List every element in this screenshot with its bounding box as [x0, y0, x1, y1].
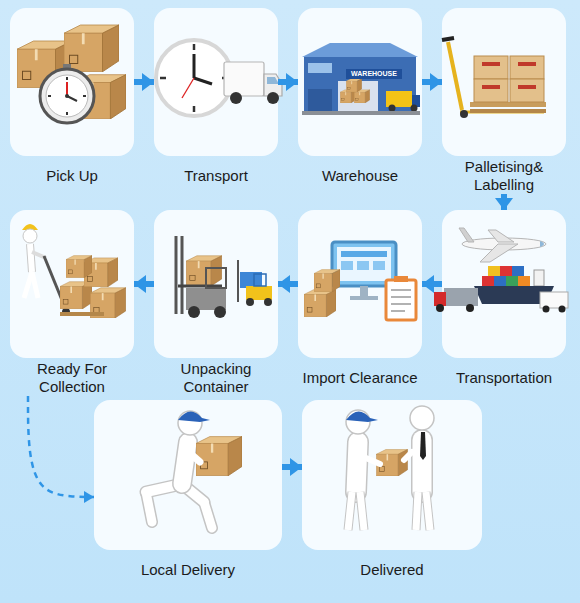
process-step: Unpacking Container: [154, 210, 278, 396]
process-step: Pick Up: [10, 8, 134, 194]
step-label-area: Local Delivery: [94, 552, 282, 588]
step-label-area: Palletising& Labelling: [442, 158, 566, 194]
step-card: [442, 8, 566, 156]
step-label: Unpacking Container: [154, 360, 278, 396]
flow-arrow: [422, 79, 442, 85]
flow-arrow: [278, 281, 298, 287]
flow-arrow: [134, 281, 154, 287]
step-label-area: Unpacking Container: [154, 360, 278, 396]
step-label: Pick Up: [46, 167, 98, 185]
step-label: Warehouse: [322, 167, 398, 185]
step-label-area: Delivered: [302, 552, 482, 588]
flow-arrow: [282, 464, 302, 470]
step-card: [154, 8, 278, 156]
process-step: Transport: [154, 8, 278, 194]
step-card: [298, 210, 422, 358]
process-step: Local Delivery: [94, 400, 282, 588]
dashed-flow-arrow: [28, 396, 94, 497]
step-label-area: Import Clearance: [285, 360, 435, 396]
step-card: [442, 210, 566, 358]
step-label: Ready For Collection: [10, 360, 134, 396]
flow-arrow: [134, 79, 154, 85]
step-label-area: Ready For Collection: [10, 360, 134, 396]
step-label: Local Delivery: [141, 561, 235, 579]
step-card: [154, 210, 278, 358]
sign-text: WAREHOUSE: [346, 69, 402, 79]
step-label: Import Clearance: [302, 369, 417, 387]
step-label-area: Warehouse: [298, 158, 422, 194]
process-step: Palletising& Labelling: [442, 8, 566, 194]
flow-arrow: [501, 194, 507, 210]
step-card: [10, 8, 134, 156]
step-label-area: Pick Up: [10, 158, 134, 194]
process-step: Ready For Collection: [10, 210, 134, 396]
step-card: [10, 210, 134, 358]
step-label-area: Transport: [154, 158, 278, 194]
step-card: [94, 400, 282, 550]
process-step: Transportation: [442, 210, 566, 396]
process-step: Import Clearance: [298, 210, 422, 396]
step-label: Transport: [184, 167, 248, 185]
flow-arrow: [422, 281, 442, 287]
step-label: Delivered: [360, 561, 423, 579]
step-card: [302, 400, 482, 550]
flow-arrow: [278, 79, 298, 85]
process-step: Delivered: [302, 400, 482, 588]
process-step: Warehouse: [298, 8, 422, 194]
step-label-area: Transportation: [442, 360, 566, 396]
step-card: [298, 8, 422, 156]
step-label: Transportation: [456, 369, 552, 387]
step-label: Palletising& Labelling: [442, 158, 566, 194]
